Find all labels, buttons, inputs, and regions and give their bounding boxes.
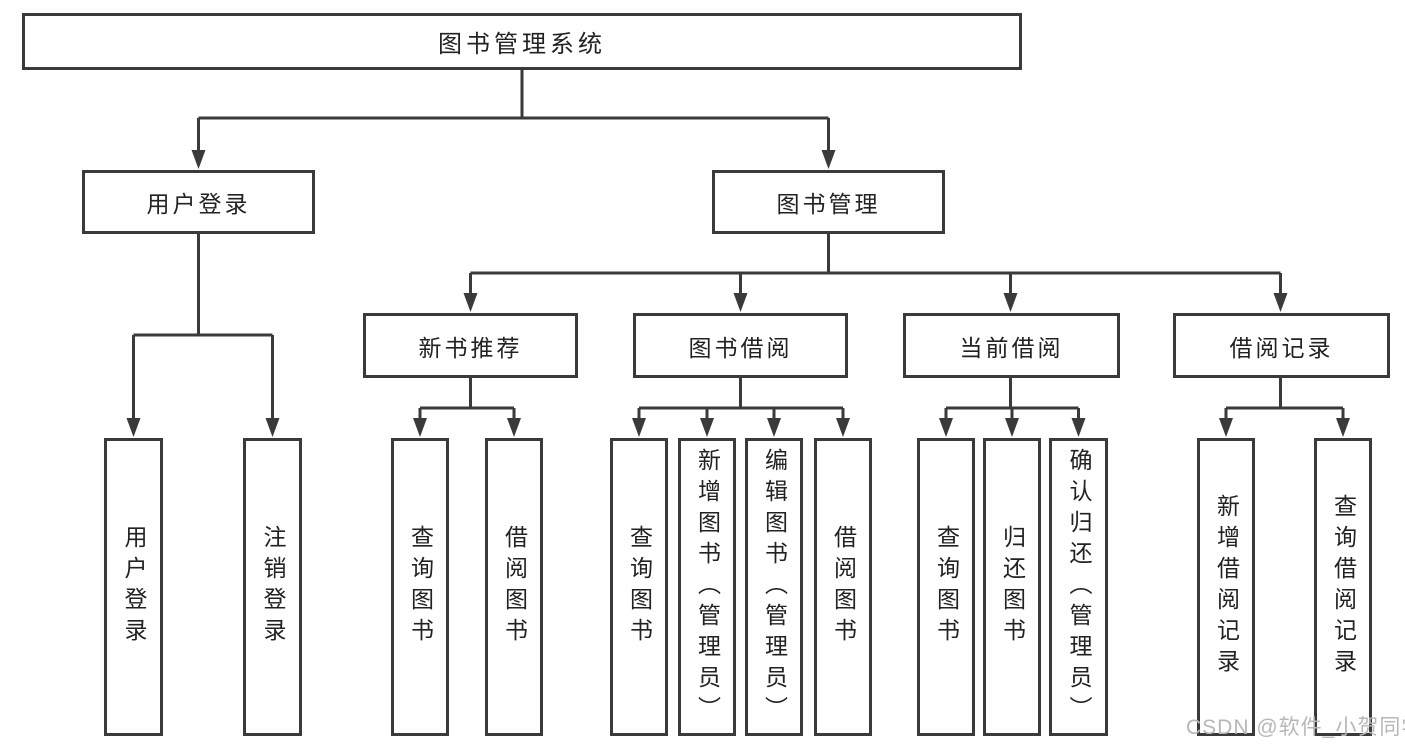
- leaf-query-books-borrow: 查询图书: [610, 438, 668, 736]
- leaf-confirm-return-admin: 确认归还（管理员）: [1049, 438, 1108, 736]
- leaf-borrow-books: 借阅图书: [814, 438, 872, 736]
- leaf-logout: 注销登录: [243, 438, 302, 736]
- leaf-borrow-books-recommend: 借阅图书: [485, 438, 543, 736]
- connector-arrowheads: [126, 150, 1350, 437]
- node-current-borrow: 当前借阅: [903, 313, 1120, 378]
- node-user-login: 用户登录: [82, 170, 315, 234]
- node-book-borrow: 图书借阅: [633, 313, 848, 378]
- leaf-return-book: 归还图书: [983, 438, 1041, 736]
- node-book-management: 图书管理: [712, 170, 945, 234]
- node-root: 图书管理系统: [22, 13, 1022, 70]
- leaf-query-books-recommend: 查询图书: [391, 438, 449, 736]
- leaf-user-login: 用户登录: [104, 438, 163, 736]
- leaf-add-borrow-record: 新增借阅记录: [1197, 438, 1255, 736]
- watermark: CSDN @软件_小贺同学: [1186, 716, 1405, 739]
- leaf-add-book-admin: 新增图书（管理员）: [678, 438, 736, 736]
- node-borrow-records: 借阅记录: [1173, 313, 1390, 378]
- leaf-edit-book-admin: 编辑图书（管理员）: [745, 438, 803, 736]
- connector-stems: [132, 69, 1345, 420]
- leaf-query-borrow-record: 查询借阅记录: [1314, 438, 1372, 736]
- leaf-query-books-current: 查询图书: [917, 438, 975, 736]
- node-new-book-recommend: 新书推荐: [363, 313, 578, 378]
